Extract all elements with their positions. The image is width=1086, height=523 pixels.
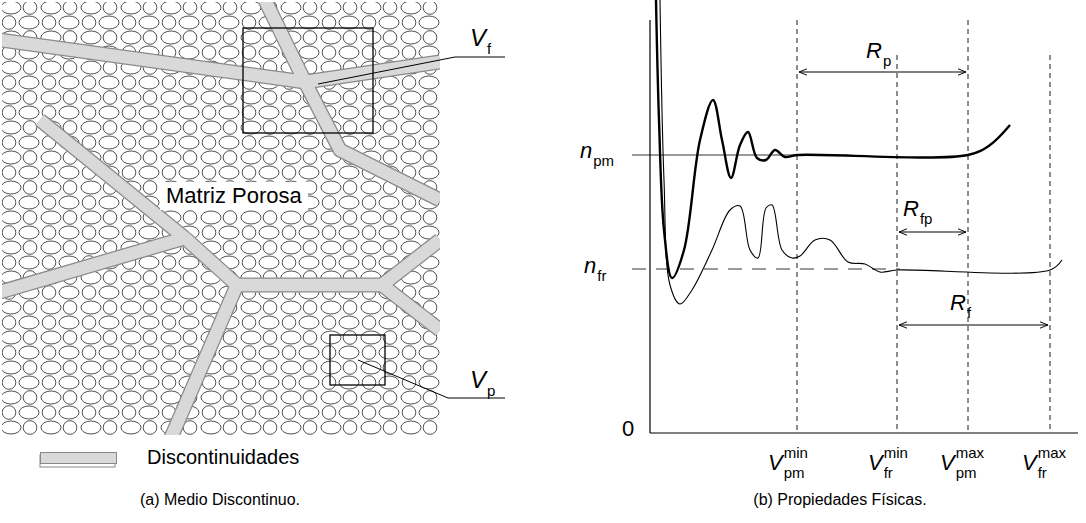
discontinuity-band — [265, 2, 305, 82]
discontinuity-band — [40, 120, 185, 238]
symbol-label: n — [580, 140, 592, 162]
superscript: min — [784, 445, 808, 460]
dashed-markers — [797, 20, 1050, 433]
level-nfr — [632, 269, 900, 270]
symbol-label: R — [903, 198, 919, 220]
subscript: fr — [1038, 465, 1047, 480]
discontinuity-band — [2, 40, 305, 82]
subscript: pm — [784, 465, 805, 480]
discontinuity-band — [237, 279, 382, 292]
symbol-label: n — [584, 255, 596, 277]
symbol-label: R — [950, 292, 966, 314]
discontinuity-band — [382, 240, 440, 285]
discontinuity-band — [265, 2, 305, 82]
region-label: Matriz Porosa — [160, 182, 308, 210]
range-arrow — [799, 72, 966, 73]
discontinuity-band — [382, 285, 440, 330]
plot — [632, 0, 1078, 433]
legend-swatch — [40, 452, 117, 464]
y-axis — [649, 20, 650, 433]
subscript: fr — [884, 465, 893, 480]
range-arrow — [899, 325, 1048, 326]
superscript: min — [884, 445, 908, 460]
subscript: fp — [920, 211, 933, 226]
volume-vp-box — [330, 335, 385, 385]
fracture-curve — [660, 0, 1062, 304]
subscript: pm — [956, 465, 977, 480]
discontinuity-band — [185, 238, 237, 285]
superscript: max — [956, 445, 984, 460]
discontinuity-band — [382, 285, 440, 330]
subscript: f — [967, 305, 971, 320]
panel-caption: (b) Propiedades Físicas. — [753, 492, 926, 508]
subscript: p — [487, 383, 495, 398]
discontinuity-band — [185, 238, 237, 285]
range-arrow — [899, 232, 966, 233]
leader-line — [358, 360, 505, 398]
discontinuity-band — [382, 240, 440, 285]
symbol-label: V — [868, 452, 883, 474]
discontinuity-band — [2, 40, 305, 82]
level-npm — [632, 155, 800, 156]
discontinuity-band — [170, 285, 237, 435]
subscript: pm — [593, 153, 614, 168]
discontinuities — [2, 2, 440, 435]
superscript: max — [1038, 445, 1066, 460]
discontinuity-band — [40, 120, 185, 238]
subscript: f — [487, 41, 491, 56]
symbol-label: V — [768, 452, 783, 474]
subscript: fr — [597, 268, 606, 283]
discontinuity-band — [2, 238, 185, 292]
symbol-label: V — [940, 452, 955, 474]
discontinuity-band — [237, 278, 382, 293]
symbol-label: 0 — [622, 418, 634, 440]
porous-matrix — [2, 2, 440, 435]
volume-vf-box — [243, 28, 373, 133]
x-axis — [650, 432, 1078, 433]
legend-entry: Discontinuidades — [30, 446, 299, 469]
leader-line — [318, 57, 505, 84]
porous-curve — [656, 0, 1010, 278]
discontinuity-band — [2, 238, 185, 292]
subscript: p — [883, 53, 891, 68]
symbol-label: V — [470, 26, 486, 50]
legend-text: Discontinuidades — [147, 446, 299, 469]
panel-caption: (a) Medio Discontinuo. — [140, 492, 300, 508]
symbol-label: V — [1022, 452, 1037, 474]
symbol-label: V — [470, 368, 486, 392]
discontinuity-band — [170, 285, 237, 435]
symbol-label: R — [866, 40, 882, 62]
